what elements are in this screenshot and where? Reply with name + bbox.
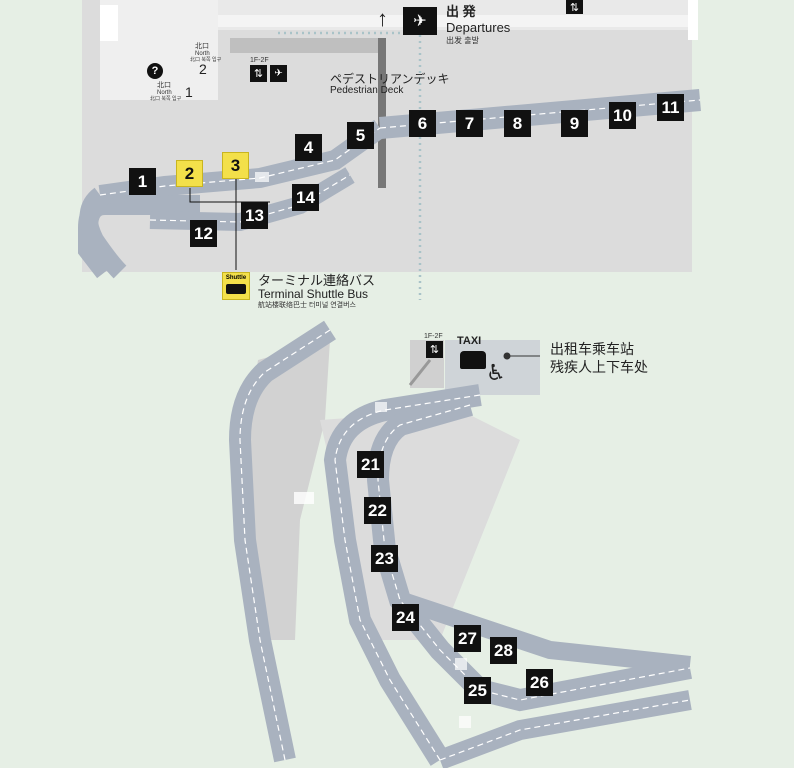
bus-stop-12[interactable]: 12 bbox=[190, 220, 217, 247]
north-gate-block bbox=[100, 5, 118, 41]
escalator-icon-lower: ⇅ bbox=[426, 341, 443, 358]
shuttle-badge-label: Shuttle bbox=[225, 275, 247, 281]
bus-stop-4[interactable]: 4 bbox=[295, 134, 322, 161]
departures-en: Departures bbox=[446, 20, 511, 35]
pedestrian-deck-ja: ペデストリアンデッキ bbox=[330, 72, 450, 86]
bus-stop-25[interactable]: 25 bbox=[464, 677, 491, 704]
bus-stop-9[interactable]: 9 bbox=[561, 110, 588, 137]
wheelchair-icon: ♿ bbox=[486, 360, 506, 385]
north-exit-1-en: North bbox=[157, 90, 172, 96]
shuttle-label-en: Terminal Shuttle Bus bbox=[258, 287, 369, 301]
bus-stop-27[interactable]: 27 bbox=[454, 625, 481, 652]
north-exit-1-sub: 北口 북쪽 입구 bbox=[150, 96, 182, 102]
bus-stop-14[interactable]: 14 bbox=[292, 184, 319, 211]
bus-stop-28[interactable]: 28 bbox=[490, 637, 517, 664]
floor-label-taxi: 1F-2F bbox=[424, 333, 443, 340]
terminal-building-north bbox=[100, 0, 218, 100]
bus-stop-24[interactable]: 24 bbox=[392, 604, 419, 631]
north-exit-2-en: North bbox=[195, 51, 210, 57]
departures-zh-ko: 出发 출발 bbox=[446, 36, 479, 45]
floor-label-upper: 1F-2F bbox=[250, 57, 269, 64]
bus-stop-26[interactable]: 26 bbox=[526, 669, 553, 696]
airplane-icon: ✈ bbox=[270, 65, 287, 82]
bus-stop-3[interactable]: 3 bbox=[222, 152, 249, 179]
shuttle-label-zh-ko: 航站楼联络巴士 터미널 연결버스 bbox=[258, 302, 356, 309]
north-exit-2-ja: 北口 bbox=[195, 43, 209, 50]
shuttle-label-ja: ターミナル連絡バス bbox=[258, 273, 376, 288]
bus-stop-2[interactable]: 2 bbox=[176, 160, 203, 187]
north-exit-2-sub: 北口 북쪽 입구 bbox=[190, 57, 222, 63]
bus-icon bbox=[226, 284, 246, 294]
walking-route-dots bbox=[278, 31, 422, 300]
shuttle-bus-icon: Shuttle bbox=[222, 272, 250, 300]
bus-stop-10[interactable]: 10 bbox=[609, 102, 636, 129]
bus-stop-5[interactable]: 5 bbox=[347, 122, 374, 149]
departures-ja: 出 発 bbox=[446, 4, 476, 19]
deck-wall bbox=[378, 38, 386, 188]
escalator-icon-top: ⇅ bbox=[566, 0, 583, 14]
bus-stop-11[interactable]: 11 bbox=[657, 94, 684, 121]
bus-stop-1[interactable]: 1 bbox=[129, 168, 156, 195]
bus-stop-8[interactable]: 8 bbox=[504, 110, 531, 137]
taxi-zh-line2: 残疾人上下车处 bbox=[550, 359, 648, 375]
north-exit-1-ja: 北口 bbox=[157, 82, 171, 89]
bus-stop-13[interactable]: 13 bbox=[241, 202, 268, 229]
bus-stop-7[interactable]: 7 bbox=[456, 110, 483, 137]
taxi-car-icon bbox=[460, 351, 486, 369]
info-icon[interactable]: ? bbox=[147, 63, 163, 79]
taxi-zh-line1: 出租车乘车站 bbox=[550, 341, 634, 357]
bus-stop-6[interactable]: 6 bbox=[409, 110, 436, 137]
north-exit-1-number: 1 bbox=[185, 84, 193, 100]
arrow-up-icon: ↑ bbox=[377, 6, 388, 31]
pedestrian-deck-en: Pedestrian Deck bbox=[330, 85, 404, 96]
north-exit-2-number: 2 bbox=[199, 61, 207, 77]
bus-stop-21[interactable]: 21 bbox=[357, 451, 384, 478]
bus-stop-22[interactable]: 22 bbox=[364, 497, 391, 524]
escalator-icon: ⇅ bbox=[250, 65, 267, 82]
taxi-label: TAXI bbox=[457, 335, 482, 347]
deck-walkway bbox=[230, 38, 385, 53]
lower-building-left bbox=[240, 340, 330, 640]
bus-stop-23[interactable]: 23 bbox=[371, 545, 398, 572]
airplane-departure-icon: ✈ bbox=[403, 7, 437, 35]
